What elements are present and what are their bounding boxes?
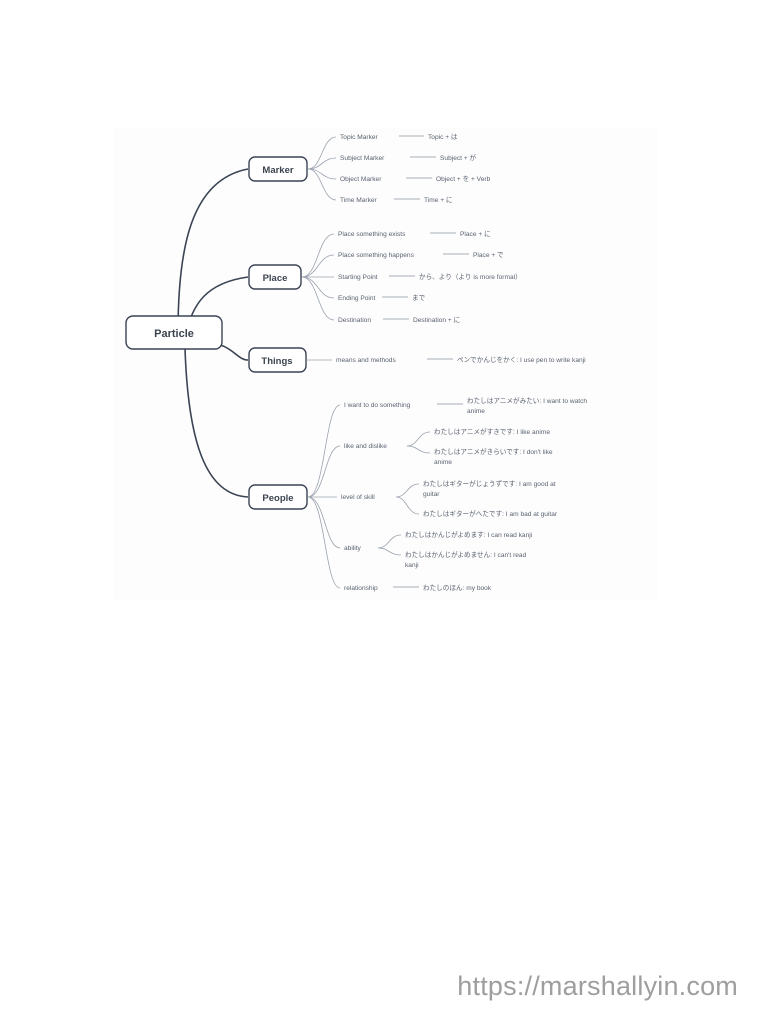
twig-place-3 [301,276,335,299]
leaf-label-place-1: Place something happens [338,252,415,259]
leaf-label-marker-2: Object Marker [340,176,382,183]
node-place[interactable]: Place [248,264,302,290]
leaf-label-marker-1: Subject Marker [340,155,385,162]
node-place-box [248,264,302,290]
leaf-value-marker-3: Time + に [424,196,453,204]
twig-people-1 [307,445,341,498]
node-marker[interactable]: Marker [248,156,308,182]
leaf-label-people-1: like and dislike [344,443,387,450]
node-marker-label: Marker [262,165,293,176]
leaf-value-marker-1: Subject + が [440,153,477,162]
node-things[interactable]: Things [248,347,307,373]
leaf-value-place-4: Destination + に [413,316,460,324]
leaf-label-people-3: ability [344,545,362,552]
leaf-value-people-1-1-cont: anime [434,459,452,466]
twig-people-4 [307,496,341,589]
leaf-value-people-0-0: わたしはアニメがみたい: I want to watch [467,396,587,405]
twig-people-3-sub0 [377,534,402,549]
leaf-value-marker-2: Object + を + Verb [436,175,491,183]
twig-people-3 [307,496,341,549]
node-people[interactable]: People [248,484,308,510]
twig-people-1-sub1 [406,445,431,454]
node-people-label: People [262,493,293,504]
leaf-value-place-0: Place + に [460,230,491,238]
leaf-label-marker-3: Time Marker [340,197,378,204]
leaf-value-people-1-0: わたしはアニメがすきです: I like anime [434,427,550,436]
node-things-label: Things [261,356,292,367]
twig-place-1 [301,254,335,278]
twig-place-4 [301,276,335,321]
twig-people-2-sub0 [395,483,420,498]
node-place-label: Place [263,273,288,284]
twig-people-2-sub1 [395,496,420,515]
leaf-label-people-4: relationship [344,585,378,592]
mindmap-canvas [113,128,658,600]
leaf-value-people-4-0: わたしのほん: my book [423,584,492,592]
leaf-value-place-1: Place + で [473,252,504,259]
twig-place-0 [301,233,335,278]
node-marker-box [248,156,308,182]
twig-marker-1 [307,157,337,170]
leaf-value-people-3-1-cont: kanji [405,562,419,569]
leaf-label-place-3: Ending Point [338,295,376,302]
leaf-value-people-2-0-cont: guitar [423,491,440,498]
node-particle[interactable]: Particle [125,315,223,350]
twig-people-1-sub0 [406,431,431,447]
leaf-value-people-1-1: わたしはアニメがきらいです: I don't like [434,447,553,456]
leaf-value-place-2: から、より（より is more formal） [419,273,522,281]
node-particle-label: Particle [154,328,194,340]
node-particle-box [125,315,223,350]
leaf-value-people-3-0: わたしはかんじがよめます: I can read kanji [405,530,533,539]
leaf-value-people-2-1: わたしはギターがへたです: I am bad at guitar [423,509,558,518]
leaf-value-people-0-0-cont: anime [467,408,485,415]
twig-people-3-sub1 [377,547,402,556]
edge-root-to-marker [177,168,249,334]
leaf-value-people-2-0: わたしはギターがじょうずです: I am good at [423,479,556,488]
node-things-box [248,347,307,373]
leaf-label-people-0: I want to do something [344,402,411,409]
leaf-label-place-0: Place something exists [338,231,406,238]
leaf-label-marker-0: Topic Marker [340,134,379,141]
twig-people-0 [307,404,341,498]
leaf-label-place-4: Destination [338,317,371,324]
leaf-value-people-3-1: わたしはかんじがよめません: I can't read [405,550,527,559]
leaf-value-marker-0: Topic + は [428,133,458,141]
leaf-label-place-2: Starting Point [338,274,378,281]
twig-marker-0 [307,136,337,170]
leaf-value-place-3: まで [412,294,426,302]
site-watermark: https://marshallyin.com [457,971,738,1001]
leaf-value-things-0: ペンでかんじをかく: I use pen to write kanji [457,356,586,364]
edge-root-to-people [184,347,249,498]
leaf-label-things-0: means and methods [336,357,396,364]
leaf-label-people-2: level of skill [341,494,375,501]
twig-marker-3 [307,168,337,201]
node-people-box [248,484,308,510]
